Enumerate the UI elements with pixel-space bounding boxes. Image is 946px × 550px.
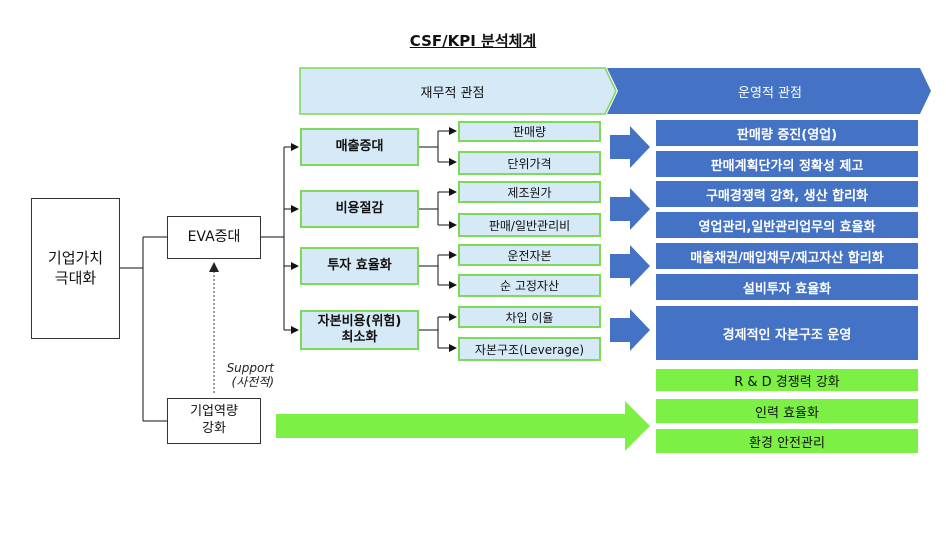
driver-investment-efficiency: 투자 효율화 (300, 247, 419, 285)
support-line1: Support (226, 361, 274, 375)
op-item-capital-structure: 경제적인 자본구조 운영 (656, 306, 918, 360)
eva-box: EVA증대 (167, 216, 261, 259)
support-line2: (사전적) (231, 375, 274, 390)
financial-perspective-header: 재무적 관점 (420, 85, 485, 101)
root-line1: 기업가치 (47, 249, 104, 267)
driver-capital-line2: 최소화 (341, 330, 378, 345)
cap-item-workforce: 인력 효율화 (656, 399, 918, 423)
driver-capital-cost: 자본비용(위험) 최소화 (300, 310, 419, 350)
support-label: Support (사전적) (170, 361, 274, 390)
op-item-price-accuracy: 판매계획단가의 정확성 제고 (656, 151, 918, 177)
op-item-admin-efficiency: 영업관리,일반관리업무의 효율화 (656, 212, 918, 238)
op-item-capex: 설비투자 효율화 (656, 274, 918, 300)
metric-sga: 판매/일반관리비 (458, 213, 601, 237)
driver-cost-reduction: 비용절감 (300, 190, 419, 228)
cap-item-safety: 환경 안전관리 (656, 429, 918, 453)
op-item-receivables: 매출채권/매입채무/재고자산 합리화 (656, 243, 918, 269)
operational-perspective-header: 운영적 관점 (738, 85, 802, 101)
metric-interest-rate: 차입 이율 (458, 306, 601, 328)
capability-line2: 강화 (202, 421, 226, 436)
metric-capital-structure: 자본구조(Leverage) (458, 337, 601, 361)
metric-working-capital: 운전자본 (458, 244, 601, 266)
capability-box: 기업역량 강화 (167, 398, 261, 444)
op-item-purchasing: 구매경쟁력 강화, 생산 합리화 (656, 181, 918, 207)
driver-sales-increase: 매출증대 (300, 128, 419, 166)
cap-item-rnd: R & D 경쟁력 강화 (656, 369, 918, 391)
capability-line1: 기업역량 (190, 404, 238, 420)
metric-manufacturing-cost: 제조원가 (458, 181, 601, 203)
root-line2: 극대화 (54, 268, 97, 287)
metric-sales-volume: 판매량 (458, 121, 601, 142)
driver-capital-line1: 자본비용(위험) (317, 313, 402, 329)
enterprise-value-box: 기업가치 극대화 (31, 198, 120, 339)
metric-unit-price: 단위가격 (458, 151, 601, 175)
diagram-title: CSF/KPI 분석체계 (409, 32, 537, 50)
op-item-sales-volume: 판매량 증진(영업) (656, 120, 918, 146)
metric-fixed-assets: 순 고정자산 (458, 274, 601, 297)
